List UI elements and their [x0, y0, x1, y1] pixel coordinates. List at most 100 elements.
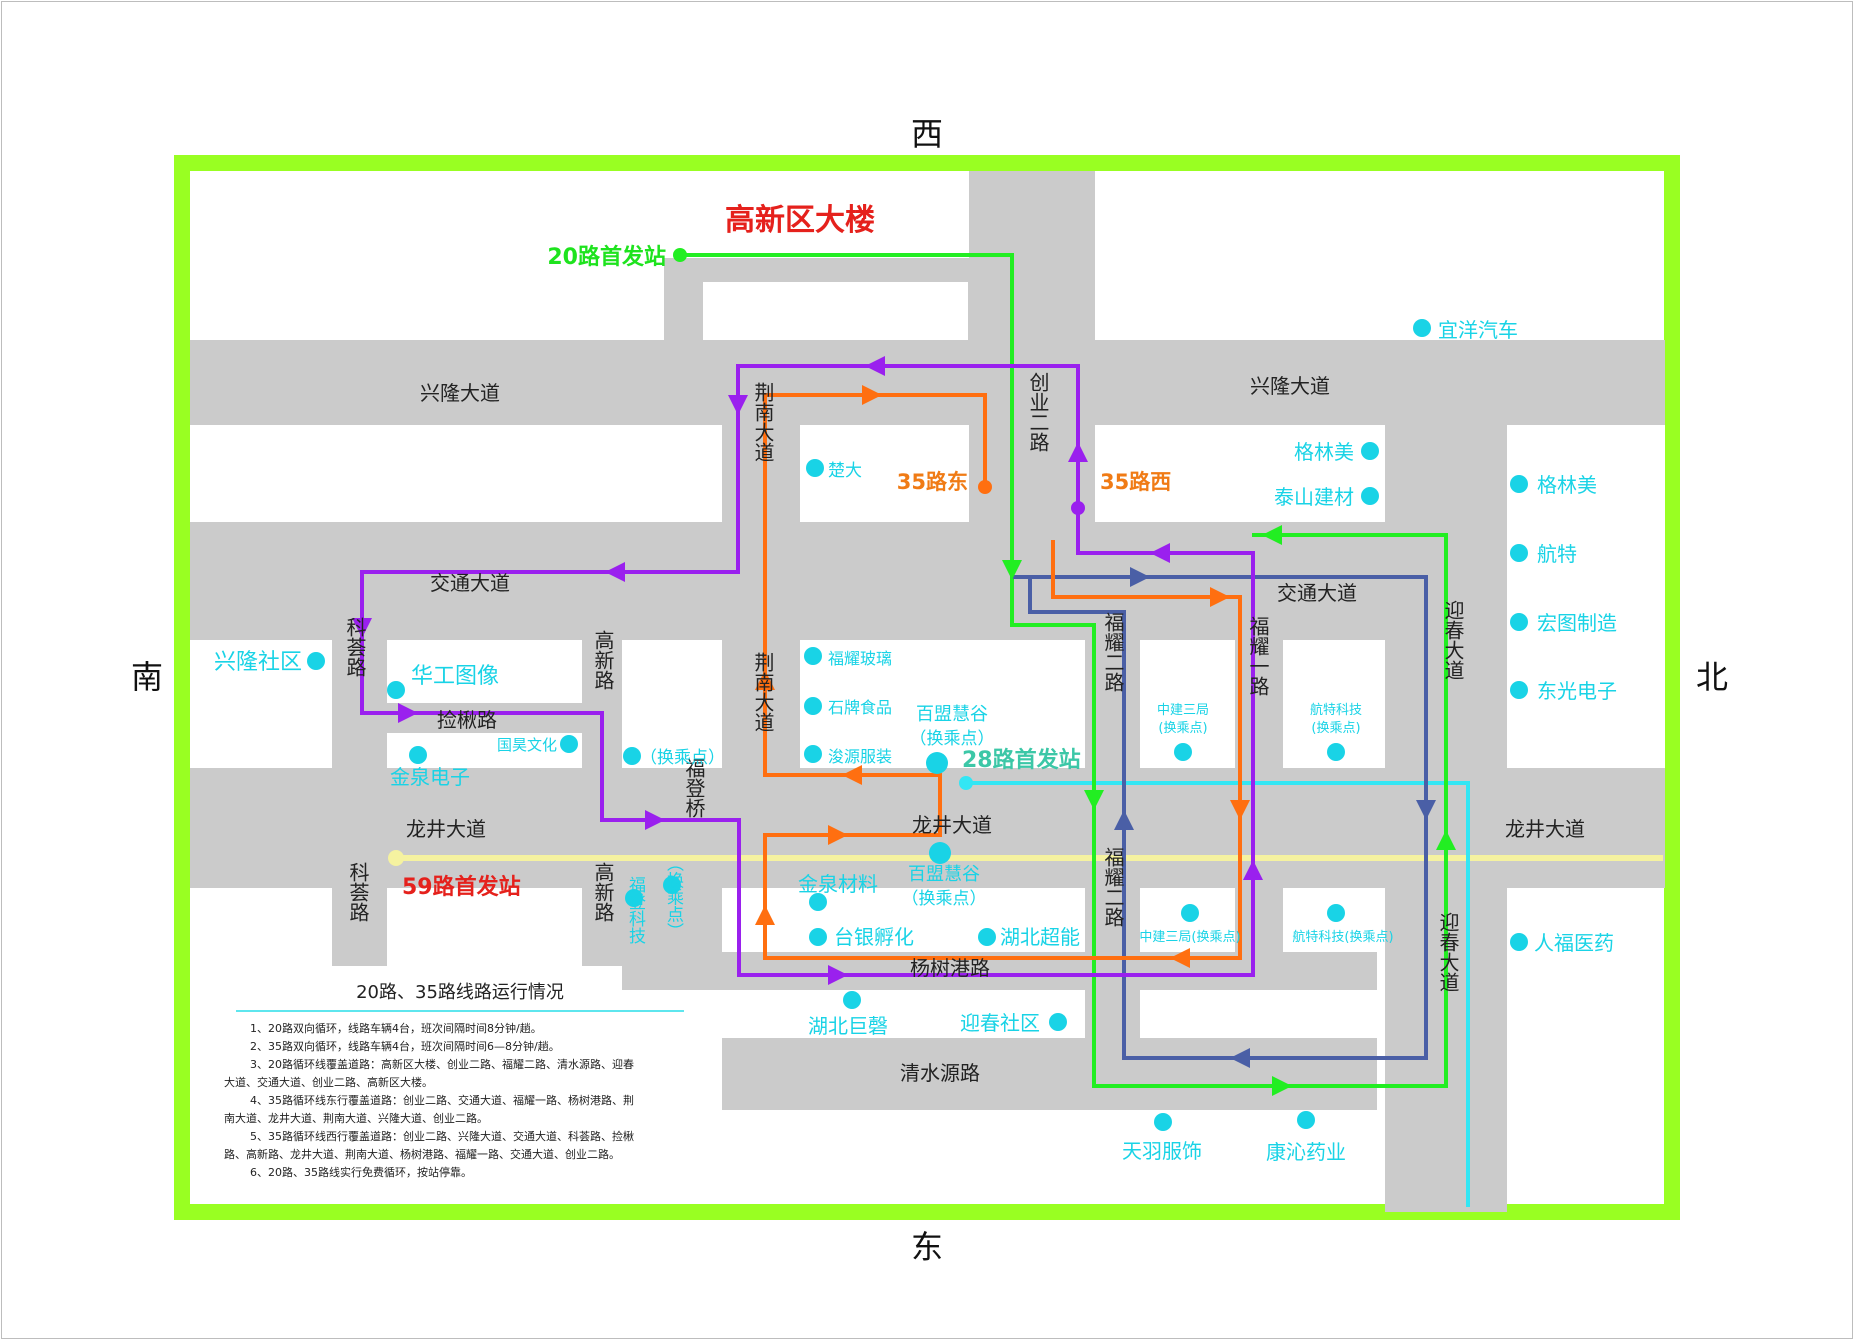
block	[387, 640, 582, 703]
road-network	[190, 171, 1665, 1212]
poi-label-zj3-top: 中建三局	[1157, 703, 1209, 718]
route-20-arrow	[1436, 830, 1456, 850]
route-20-blue-line	[1013, 575, 1428, 1060]
road-label-kehui-bot: 科荟路	[346, 862, 370, 922]
poi-label-baimeng1: 百盟慧谷	[916, 704, 988, 725]
poi-dot	[1174, 743, 1192, 761]
poi-dot	[1181, 904, 1199, 922]
poi-dot	[1327, 743, 1345, 761]
notes-panel: 20路、35路线路运行情况 1、20路双向循环，线路车辆4台，班次间隔时间8分钟…	[224, 982, 684, 1179]
road-label-chuangye: 创业二路	[1026, 372, 1050, 452]
poi-dot	[1297, 1111, 1315, 1129]
block	[800, 888, 1085, 952]
poi-dots	[307, 319, 1528, 1131]
poi-label-xinglong-sq: 兴隆社区	[214, 650, 302, 675]
road-label-jingnan-top: 荆南大道	[751, 382, 775, 462]
route-20-arrow	[1262, 525, 1282, 545]
route-28-terminal-label: 28路首发站	[962, 747, 1081, 773]
poi-label-guohao: 国昊文化	[497, 736, 557, 754]
road-label-longjing-mid: 龙井大道	[912, 813, 992, 837]
road-label-qingshuiyuan: 清水源路	[900, 1061, 980, 1085]
route-59-terminal-dot	[388, 850, 404, 866]
road-jianqiu	[387, 703, 582, 733]
poi-dot	[663, 876, 681, 894]
poi-dot	[623, 747, 641, 765]
poi-dot	[625, 889, 643, 907]
notes-line-1: 1、20路双向循环，线路车辆4台，班次间隔时间8分钟/趟。	[250, 1021, 542, 1035]
poi-dot	[1510, 544, 1528, 562]
block	[800, 640, 1085, 768]
notes-line-5: 4、35路循环线东行覆盖道路：创业二路、交通大道、福耀一路、杨树港路、荆	[250, 1093, 634, 1107]
poi-dot	[1154, 1113, 1172, 1131]
poi-label-hangtekj-bot: 航特科技(换乘点)	[1292, 929, 1393, 945]
road-qingshuiyuan	[722, 1038, 1377, 1110]
poi-dot	[1327, 904, 1345, 922]
route-35-east-arrow	[842, 765, 862, 785]
poi-label-huagong: 华工图像	[411, 664, 499, 689]
poi-label-taishan: 泰山建材	[1274, 485, 1354, 509]
notes-line-6: 南大道、龙井大道、荆南大道、兴隆大道、创业二路。	[224, 1111, 488, 1125]
notes-line-3: 3、20路循环线覆盖道路：高新区大楼、创业二路、福耀二路、清水源路、迎春	[250, 1057, 634, 1071]
poi-label-baimeng2: 百盟慧谷	[908, 864, 980, 885]
route-35-west-arrow	[1068, 442, 1088, 462]
route-35-east-arrow	[828, 825, 848, 845]
road-label-gaoxin-top: 高新路	[591, 630, 615, 690]
route-28-terminal-dot	[959, 776, 973, 790]
poi-label-tianyu: 天羽服饰	[1122, 1139, 1202, 1163]
poi-dot	[804, 647, 822, 665]
compass-south: 南	[131, 658, 163, 696]
road-label-jiaotong-e: 交通大道	[1277, 581, 1357, 605]
poi-label-renfu: 人福医药	[1534, 931, 1614, 955]
poi-label-transfer-a: （换乘点）	[640, 748, 725, 768]
road-label-jianqiu: 捡楸路	[437, 708, 497, 732]
road-label-yangshugang: 杨树港路	[910, 956, 990, 980]
notes-line-9: 6、20路、35路线实行免费循环，按站停靠。	[250, 1165, 472, 1179]
notes-title: 20路、35路线路运行情况	[356, 982, 564, 1003]
block	[1095, 425, 1385, 522]
poi-label-hongtu: 宏图制造	[1537, 611, 1617, 635]
poi-dot	[1510, 681, 1528, 699]
poi-dot	[387, 681, 405, 699]
route-20-blue-arrow	[1114, 810, 1134, 830]
poi-dot	[978, 928, 996, 946]
compass-labels: 西 东 南 北	[131, 115, 1728, 1266]
road-label-yingchun-top: 迎春大道	[1441, 600, 1465, 680]
poi-label-jinquan-cl: 金泉材料	[798, 872, 878, 896]
vertical-poi-labels: 福登科技 （换乘点）	[625, 855, 684, 945]
route-59-terminal-label: 59路首发站	[402, 874, 521, 900]
block	[703, 282, 968, 340]
route-20-terminal-label: 20路首发站	[547, 244, 666, 270]
block	[800, 425, 969, 522]
poi-dot	[1049, 1013, 1067, 1031]
route-59-line	[388, 850, 1663, 866]
route-35-west-arrow	[1150, 543, 1170, 563]
poi-label-zj3-top-transfer: (换乘点)	[1158, 721, 1207, 736]
city-blocks	[190, 282, 1665, 1038]
poi-label-kangqin: 康沁药业	[1266, 1140, 1346, 1164]
road-xinglong	[190, 340, 1665, 425]
route-35-west-arrow	[828, 965, 848, 985]
poi-label-yiyang: 宜洋汽车	[1438, 318, 1518, 342]
poi-label-hubei-jq: 湖北巨磬	[808, 1014, 888, 1038]
route-35-west-arrow	[1243, 860, 1263, 880]
compass-east: 东	[911, 1228, 943, 1266]
route-35-east-arrow	[1170, 948, 1190, 968]
poi-label-baimeng1-transfer: （换乘点）	[910, 729, 995, 749]
poi-dot	[307, 652, 325, 670]
road-label-xinglong-e: 兴隆大道	[1250, 374, 1330, 398]
road-label-gaoxin-bot: 高新路	[591, 862, 615, 922]
route-20-blue-arrow	[1416, 800, 1436, 820]
poi-dot	[929, 842, 951, 864]
poi-label-hangtekj-top-transfer: (换乘点)	[1311, 721, 1360, 736]
compass-west: 西	[911, 115, 943, 153]
poi-label-chuda: 楚大	[828, 461, 862, 481]
route-35-west-arrow	[645, 810, 665, 830]
poi-dot	[926, 752, 948, 774]
notes-line-8: 路、高新路、龙井大道、荆南大道、杨树港路、福耀一路、交通大道、创业二路。	[224, 1147, 620, 1161]
route-35-east-arrow	[755, 905, 775, 925]
route-28-line	[959, 776, 1470, 1207]
road-label-fuyao1: 福耀一路	[1246, 616, 1270, 696]
route-35-west-arrow	[865, 356, 885, 376]
